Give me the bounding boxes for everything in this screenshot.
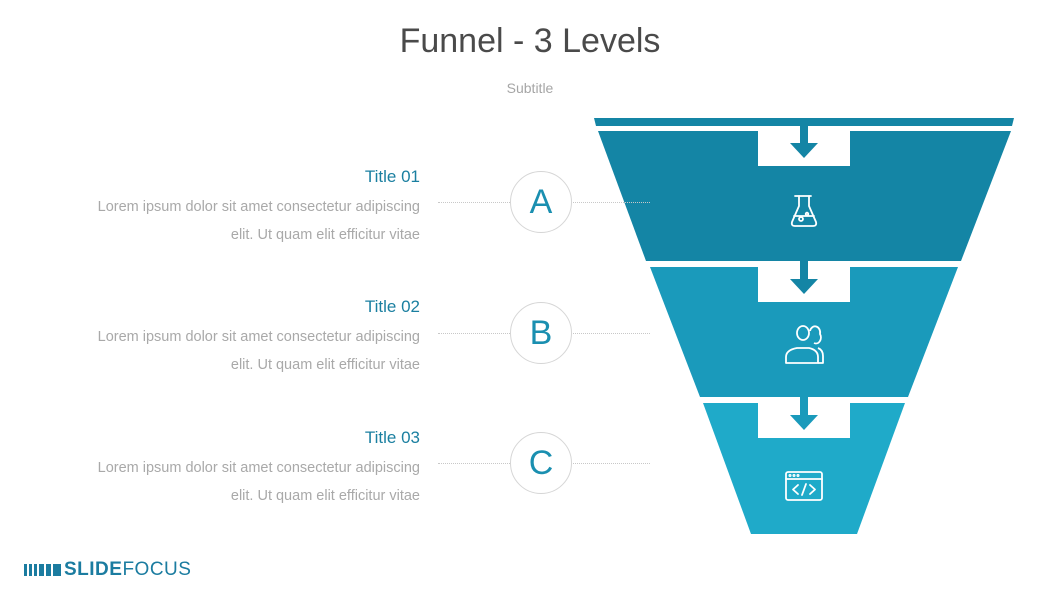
arrow-down-icon: [758, 258, 850, 302]
logo-text-bold: SLIDE: [64, 559, 123, 580]
level-b-desc-line2: elit. Ut quam elit efficitur vitae: [230, 357, 420, 373]
level-c-title: Title 03: [364, 428, 420, 447]
level-c-badge: C: [510, 432, 572, 494]
funnel-level-b: [650, 267, 958, 397]
level-a-badge: A: [510, 171, 572, 233]
slide-subtitle: Subtitle: [506, 80, 554, 96]
level-b-title: Title 02: [364, 297, 420, 316]
level-c-desc-line2: elit. Ut quam elit efficitur vitae: [230, 488, 420, 504]
logo-text-regular: FOCUS: [122, 559, 192, 580]
users-icon: [785, 325, 824, 364]
level-a-desc-line2: elit. Ut quam elit efficitur vitae: [230, 227, 420, 243]
level-a-desc-line1: Lorem ipsum dolor sit amet consectetur a…: [97, 199, 420, 215]
level-b-desc-line1: Lorem ipsum dolor sit amet consectetur a…: [97, 329, 420, 345]
arrow-down-icon: [758, 122, 850, 166]
arrow-down-icon: [758, 394, 850, 438]
level-a-title: Title 01: [364, 167, 420, 186]
level-b-badge: B: [510, 302, 572, 364]
flask-icon: [790, 195, 818, 227]
slide-title: Funnel - 3 Levels: [399, 22, 661, 60]
funnel-level-c: [703, 403, 905, 534]
code-window-icon: [785, 471, 823, 501]
logo-bars-icon: [24, 564, 61, 576]
level-c-desc-line1: Lorem ipsum dolor sit amet consectetur a…: [97, 460, 420, 476]
